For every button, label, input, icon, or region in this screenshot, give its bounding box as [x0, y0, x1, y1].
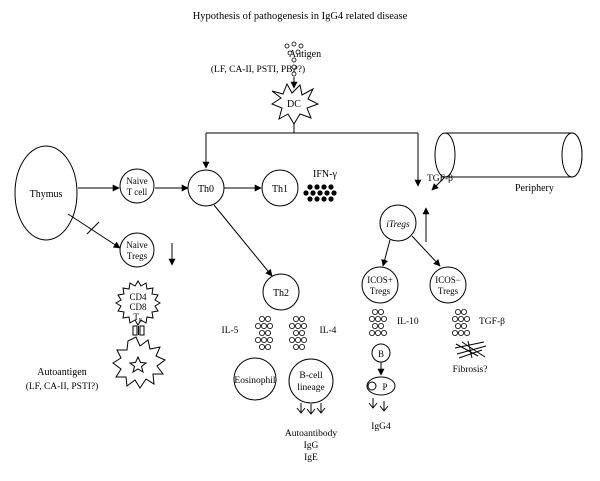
- naive-tregs-label-2: Tregs: [127, 251, 148, 261]
- autoantibody-label: Autoantibody: [285, 429, 337, 439]
- cd4-label: CD4: [129, 292, 147, 302]
- naive-t-cell-label-2: T cell: [127, 187, 148, 197]
- thymus-label: Thymus: [30, 189, 63, 200]
- cd8-label: CD8: [129, 302, 147, 312]
- il10-label: IL-10: [397, 317, 419, 327]
- autoantigen-list: (LF, CA-II, PSTI?): [26, 381, 99, 392]
- naive-t-cell-label-1: Naive: [126, 176, 148, 186]
- inhibition-bar: [86, 221, 100, 235]
- antigen-molecules: [284, 41, 304, 77]
- antigen-list: (LF, CA-II, PSTI, PBP?): [211, 64, 305, 75]
- il4-cytokines: [288, 315, 307, 350]
- th1-label: Th1: [272, 184, 288, 195]
- dc-cell: [270, 82, 320, 125]
- b-cell-letter: B: [378, 349, 384, 359]
- plasma-cell-letter: P: [382, 382, 387, 392]
- autoantigen-star: [128, 355, 148, 374]
- naive-t-cell: [119, 168, 155, 204]
- ifn-gamma-dots: [303, 184, 337, 202]
- th2-cell: [262, 273, 300, 311]
- cd-effector-cell: [115, 280, 161, 326]
- naive-tregs-label-1: Naive: [126, 240, 148, 250]
- icos-pos-tregs: [361, 266, 399, 304]
- plasma-cell: [366, 376, 396, 396]
- eosinophil-label: Eosinophil: [234, 376, 276, 386]
- icos-pos-label-1: ICOS+: [367, 275, 393, 285]
- itregs-cell: [379, 204, 417, 242]
- th0-label: Th0: [198, 184, 214, 195]
- itregs-label: iTregs: [386, 220, 410, 230]
- thymus: [14, 145, 78, 241]
- ige-label: IgE: [304, 453, 318, 463]
- tgf-beta-bottom-label: TGF-β: [479, 317, 505, 327]
- tgf-beta-top-label: TGF-β: [427, 174, 453, 184]
- b-cell-antibodies: [296, 403, 326, 415]
- b-cell-label-1: B-cell: [299, 371, 323, 381]
- il5-label: IL-5: [222, 326, 239, 336]
- fibrosis-tangle: [454, 340, 487, 359]
- ifn-gamma-label: IFN-γ: [313, 169, 337, 180]
- icos-neg-label-2: Tregs: [438, 286, 459, 296]
- antigen-label: Antigen: [289, 49, 321, 60]
- eosinophil-cell: [233, 357, 277, 401]
- icos-neg-tregs: [429, 266, 467, 304]
- autoantigen-label: Autoantigen: [37, 367, 86, 378]
- tgf-beta-cytokines: [451, 308, 470, 336]
- il10-cytokines: [368, 308, 387, 336]
- igg4-label: IgG4: [371, 422, 391, 432]
- tcr-receptor: [132, 325, 145, 336]
- il5-cytokines: [254, 315, 273, 350]
- diagram-title: Hypothesis of pathogenesis in IgG4 relat…: [193, 11, 408, 22]
- b-cell-label-2: lineage: [297, 383, 324, 393]
- icos-neg-label-1: ICOS−: [435, 275, 461, 285]
- th1-cell: [261, 169, 299, 207]
- b-cell-lineage: [288, 358, 334, 404]
- dc-label: DC: [287, 99, 301, 110]
- periphery-label: Periphery: [515, 183, 554, 194]
- igg4-antibodies: [368, 398, 389, 412]
- periphery-tube: [434, 132, 583, 178]
- fibrosis-label: Fibrosis?: [453, 365, 488, 375]
- th2-label: Th2: [273, 288, 289, 299]
- te-label: TE: [133, 312, 143, 324]
- naive-tregs: [119, 232, 155, 268]
- il4-label: IL-4: [320, 326, 337, 336]
- icos-pos-label-2: Tregs: [370, 286, 391, 296]
- igg-label: IgG: [304, 441, 319, 451]
